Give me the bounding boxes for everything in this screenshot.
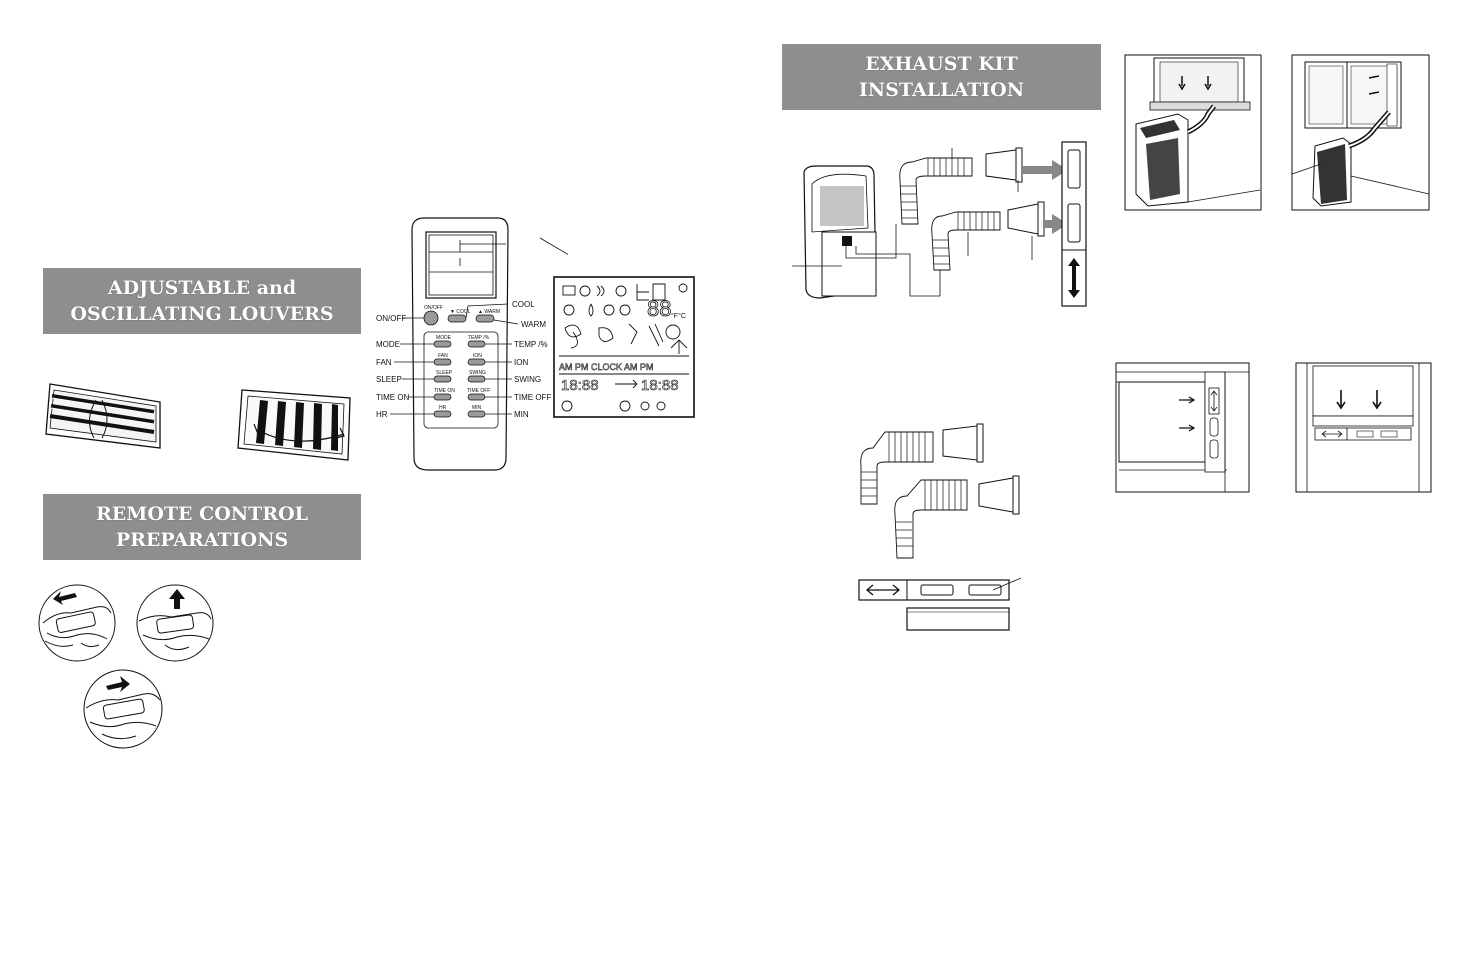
- lcd-digits-right: 18:88: [641, 377, 679, 394]
- window-panel-vertical-sketch: [1115, 362, 1250, 493]
- remote-btn-temp-text: TEMP /%: [468, 335, 490, 341]
- remote-btn-fan-text: FAN: [438, 353, 448, 359]
- remote-label-onoff: ON/OFF: [376, 314, 407, 323]
- lcd-row-labels: AM PM CLOCK AM PM: [559, 362, 654, 372]
- remote-label-timeoff: TIME OFF: [514, 393, 552, 402]
- remote-btn-min-text: MIN: [472, 405, 482, 411]
- remote-label-ion: ION: [514, 358, 529, 367]
- remote-btn-sleep-text: SLEEP: [436, 370, 453, 376]
- battery-step-3-illustration: [83, 669, 163, 749]
- remote-btn-warm-text: ▲ WARM: [478, 309, 500, 315]
- window-panel-horizontal-sketch: [1295, 362, 1432, 493]
- remote-label-min: MIN: [514, 410, 529, 419]
- remote-btn-timeoff-text: TIME OFF: [467, 388, 490, 394]
- window-install-vertical-photo: [1124, 54, 1262, 211]
- remote-btn-onoff-text: ON/OFF: [424, 305, 443, 311]
- remote-label-fan: FAN: [376, 358, 392, 367]
- louvers-banner: ADJUSTABLE and OSCILLATING LOUVERS: [43, 268, 361, 334]
- remote-control-diagram: ON/OFF ▼ COOL ▲ WARM MODE TEMP /% FAN IO…: [390, 217, 568, 471]
- exhaust-title-line2: INSTALLATION: [858, 79, 1025, 101]
- remote-btn-hr-text: HR: [439, 405, 447, 411]
- battery-step-1-illustration: [38, 584, 116, 662]
- window-install-horizontal-photo: [1291, 54, 1430, 211]
- remote-btn-cool-text: ▼ COOL: [450, 309, 471, 315]
- remote-label-warm: WARM: [521, 320, 547, 329]
- louver-oscillating-illustration: [237, 389, 351, 461]
- remote-btn-ion-text: ION: [473, 353, 482, 359]
- remote-btn-mode-text: MODE: [436, 335, 452, 341]
- remote-btn-timeon-text: TIME ON: [434, 388, 455, 394]
- exhaust-kit-components-diagram: [858, 423, 1022, 631]
- remote-label-temp: TEMP /%: [514, 340, 548, 349]
- remote-label-timeon: TIME ON: [376, 393, 410, 402]
- remote-label-cool: COOL: [512, 300, 535, 309]
- remote-prep-banner: REMOTE CONTROL PREPARATIONS: [43, 494, 361, 560]
- exhaust-kit-parts-diagram: [792, 141, 1087, 307]
- lcd-temp-digits: 88: [647, 296, 671, 321]
- exhaust-title-line1: EXHAUST KIT: [865, 53, 1018, 75]
- louvers-title-line1: ADJUSTABLE and: [107, 277, 297, 299]
- battery-step-2-illustration: [136, 584, 214, 662]
- remote-label-mode: MODE: [376, 340, 400, 349]
- lcd-unit: °F°C: [671, 312, 686, 320]
- remote-label-swing: SWING: [514, 375, 542, 384]
- remote-prep-title-line1: REMOTE CONTROL: [96, 503, 308, 525]
- exhaust-kit-banner: EXHAUST KIT INSTALLATION: [782, 44, 1101, 110]
- lcd-display-diagram: 88 °F°C AM PM CLOCK AM PM 18:88 18:88: [553, 276, 695, 418]
- louvers-title-line2: OSCILLATING LOUVERS: [70, 303, 334, 325]
- remote-label-hr: HR: [376, 410, 388, 419]
- louver-adjustable-illustration: [45, 383, 161, 449]
- remote-prep-title-line2: PREPARATIONS: [115, 529, 289, 551]
- remote-label-sleep: SLEEP: [376, 375, 402, 384]
- lcd-digits-left: 18:88: [561, 377, 599, 394]
- remote-btn-swing-text: SWING: [469, 370, 486, 376]
